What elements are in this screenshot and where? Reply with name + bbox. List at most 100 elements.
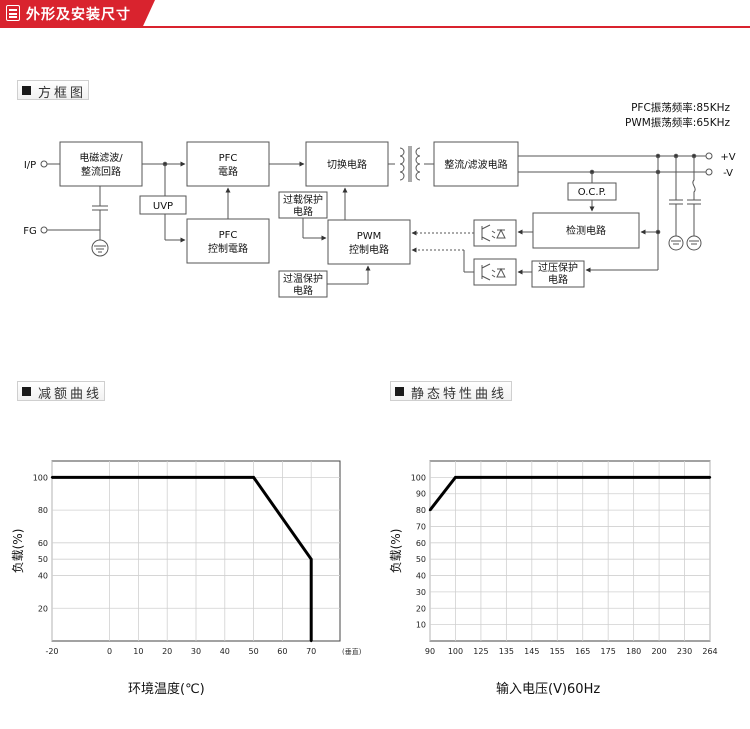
- section-title-derating: 减额曲线: [38, 387, 103, 402]
- bullet-square-icon: [22, 86, 31, 95]
- emi-label-1: 电磁滤波/: [79, 151, 123, 164]
- section-title-block-diagram: 方框图: [38, 86, 87, 101]
- rect-label: 整流/滤波电路: [444, 158, 507, 171]
- ground-icon-left: [91, 239, 109, 257]
- bullet-square-icon: [395, 387, 404, 396]
- ground-icon-right-1: [668, 235, 684, 251]
- derating-data-point: [310, 639, 313, 643]
- static-ytick-label: 60: [416, 539, 426, 548]
- section-header-static: 静态特性曲线: [390, 381, 512, 402]
- emi-label-2: 整流回路: [81, 165, 121, 178]
- fg-terminal: [40, 226, 48, 234]
- derating-ylabel: 负载(%): [11, 529, 25, 574]
- document-icon: [6, 5, 20, 21]
- section-title-static: 静态特性曲线: [411, 387, 508, 402]
- static-ytick-label: 30: [416, 588, 426, 597]
- pfc-ctrl-label-2: 控制電路: [208, 242, 248, 255]
- otp-label-2: 电路: [293, 284, 313, 297]
- static-ytick-label: 40: [416, 572, 426, 581]
- derating-xtick-label: -20: [45, 647, 58, 656]
- static-ytick-label: 70: [416, 522, 426, 531]
- static-ytick-label: 80: [416, 506, 426, 515]
- static-xtick-label: 155: [550, 647, 565, 656]
- otp-label-1: 过温保护: [283, 272, 323, 285]
- switching-circuit-block: [305, 141, 389, 187]
- static-data-point: [708, 476, 712, 479]
- header-title: 外形及安装尺寸: [26, 7, 131, 23]
- uvp-label: UVP: [153, 201, 173, 212]
- derating-ytick-label: 20: [38, 604, 48, 613]
- ip-label: I/P: [24, 160, 36, 171]
- section-header-derating: 减额曲线: [17, 381, 105, 402]
- derating-xtick-label: 20: [162, 647, 172, 656]
- static-xtick-label: 135: [499, 647, 514, 656]
- derating-data-point: [310, 557, 313, 561]
- bullet-square-icon: [22, 387, 31, 396]
- rectifier-filter-block: [433, 141, 519, 187]
- static-xlabel: 输入电压(V)60Hz: [496, 682, 601, 697]
- derating-ytick-label: 80: [38, 506, 48, 515]
- plus-v-terminal: [705, 152, 713, 160]
- optocoupler-2-icon: [481, 263, 506, 281]
- ip-terminal: [40, 160, 48, 168]
- olp-label-1: 过载保护: [283, 193, 323, 206]
- static-xtick-label: 175: [601, 647, 616, 656]
- plus-v-label: +V: [720, 152, 735, 163]
- otp-block: [278, 270, 328, 298]
- derating-xtick-label: 70: [306, 647, 316, 656]
- detection-circuit-block: [532, 212, 640, 249]
- ovp-label-2: 电路: [548, 273, 568, 286]
- header-banner: 外形及安装尺寸: [0, 0, 750, 28]
- derating-ytick-label: 100: [33, 473, 48, 482]
- derating-data-point: [252, 476, 255, 479]
- pfc-control-block: [186, 218, 270, 264]
- pwm-label-2: 控制电路: [349, 243, 389, 256]
- section-header-block-diagram: 方框图: [17, 80, 89, 101]
- derating-ytick-label: 60: [38, 539, 48, 548]
- derating-xtick-label: 0: [107, 647, 112, 656]
- static-ytick-label: 50: [416, 555, 426, 564]
- minus-v-label: -V: [723, 168, 733, 179]
- derating-series-line: [52, 475, 313, 641]
- static-ytick-label: 100: [411, 473, 426, 482]
- pfc-circuit-block: [186, 141, 270, 187]
- pfc-ctrl-label-1: PFC: [219, 230, 238, 241]
- pwm-control-block: [327, 219, 411, 265]
- header-underline: [0, 26, 750, 28]
- derating-xtick-label: 60: [277, 647, 287, 656]
- static-ytick-label: 90: [416, 490, 426, 499]
- pfc-label-2: 電路: [218, 165, 238, 178]
- derating-data-point: [50, 476, 54, 479]
- static-ytick-label: 10: [416, 621, 426, 630]
- static-data-point: [428, 508, 432, 512]
- olp-label-2: 电路: [293, 205, 313, 218]
- pfc-frequency: PFC振荡频率:85KHz: [631, 102, 730, 114]
- ovp-block: [531, 260, 585, 288]
- derating-xtick-label: 40: [220, 647, 230, 656]
- derating-ytick-label: 40: [38, 572, 48, 581]
- block-diagram: I/P FG +V -V 电磁滤波/ 整流回路 UVP PFC 電路 PFC 控…: [23, 141, 736, 298]
- derating-xtick-label: 10: [133, 647, 143, 656]
- static-data-point: [454, 476, 457, 479]
- emi-filter-block: [59, 141, 143, 187]
- static-xtick-label: 90: [425, 647, 435, 656]
- pwm-frequency: PWM振荡频率:65KHz: [625, 117, 730, 129]
- pfc-label-1: PFC: [219, 153, 238, 164]
- ovp-label-1: 过压保护: [538, 261, 578, 274]
- static-ylabel: 负载(%): [389, 529, 403, 574]
- ocp-label: O.C.P.: [578, 187, 606, 198]
- ground-icon-right-2: [686, 235, 702, 251]
- static-xtick-label: 165: [575, 647, 590, 656]
- derating-ytick-label: 50: [38, 555, 48, 564]
- static-xtick-label: 125: [473, 647, 488, 656]
- optocoupler-1-icon: [481, 224, 506, 242]
- detect-label: 检测电路: [566, 224, 606, 237]
- static-xtick-label: 145: [524, 647, 539, 656]
- fg-label: FG: [23, 226, 37, 237]
- pwm-label-1: PWM: [357, 231, 382, 242]
- static-xtick-label: 100: [448, 647, 463, 656]
- transformer-icon: [399, 147, 421, 181]
- header-tab: [0, 0, 155, 27]
